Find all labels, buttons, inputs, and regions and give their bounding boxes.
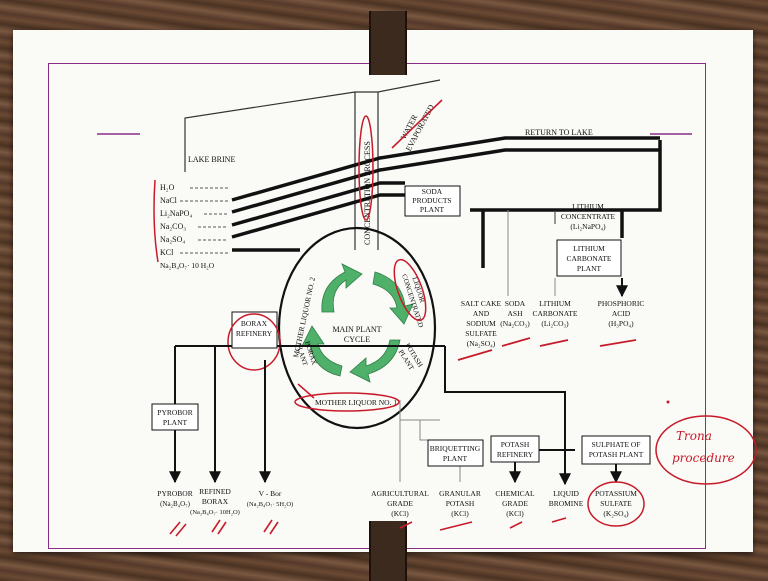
- product-label: (KCl): [451, 509, 469, 518]
- pyrobor-plant-label: PLANT: [163, 418, 188, 427]
- product-label: (H₃PO₄): [608, 319, 634, 328]
- annotation-text: procedure: [672, 451, 735, 465]
- product-label: BORAX: [202, 497, 229, 506]
- product-label: SODIUM: [466, 319, 496, 328]
- return-to-lake-label: RETURN TO LAKE: [525, 128, 593, 137]
- product-label: CHEMICAL: [495, 489, 535, 498]
- right-products: SALT CAKE AND SODIUM SULFATE (Na₂SO₄) SO…: [461, 299, 644, 348]
- pyrobor-plant-label: PYROBOR: [157, 408, 192, 417]
- product-label: GRADE: [387, 499, 413, 508]
- borax-refinery-label: BORAX: [241, 319, 268, 328]
- product-label: SALT CAKE: [461, 299, 502, 308]
- ink-underlines-bottom: [400, 518, 566, 530]
- potash-refinery-label: REFINERY: [497, 450, 534, 459]
- lithium-carbonate-plant-label: CARBONATE: [566, 254, 611, 263]
- product-label: (K₂SO₄): [603, 509, 629, 518]
- product-label: PYROBOR: [157, 489, 192, 498]
- brine-component: KCl: [160, 248, 174, 257]
- briquetting-plant-label: BRIQUETTING: [430, 444, 481, 453]
- potash-refinery-label: POTASH: [501, 440, 530, 449]
- brine-component: Na₂SO₄: [160, 235, 185, 244]
- product-label: V - Bor: [259, 489, 282, 498]
- lithium-carbonate-plant-label: PLANT: [577, 264, 602, 273]
- ink-bracket-components: [154, 180, 158, 262]
- product-label: SODA: [505, 299, 526, 308]
- brine-component: H₂O: [160, 183, 175, 192]
- soda-products-plant-label: PLANT: [420, 205, 445, 214]
- bottom-products: AGRICULTURAL GRADE (KCl) GRANULAR POTASH…: [371, 489, 637, 518]
- product-label: GRADE: [502, 499, 528, 508]
- ink-circle-annotation: [656, 416, 756, 484]
- product-label: (Na₂B₄O₇): [160, 500, 191, 508]
- product-label: (Na₂B₄O₇· 10H₂O): [190, 509, 240, 516]
- product-label: (Na₂B₄O₇· 5H₂O): [247, 501, 293, 508]
- product-label: (Li₂CO₃): [541, 319, 569, 328]
- product-label: ACID: [612, 309, 631, 318]
- lithium-concentrate-label: (Li₂NaPO₄): [570, 222, 606, 231]
- soda-products-plant-label: PRODUCTS: [412, 196, 451, 205]
- brine-component: Na₂B₄O₇· 10 H₂O: [160, 261, 215, 270]
- product-label: SULFATE: [600, 499, 632, 508]
- ink-dot: [667, 401, 670, 404]
- product-label: AGRICULTURAL: [371, 489, 429, 498]
- product-label: ASH: [507, 309, 523, 318]
- lake-brine-label: LAKE BRINE: [188, 155, 235, 164]
- left-products: PYROBOR (Na₂B₄O₇) REFINED BORAX (Na₂B₄O₇…: [157, 487, 293, 516]
- brine-components: H₂O NaCl Li₂NaPO₄ Na₂CO₃ Na₂SO₄ KCl Na₂B…: [160, 183, 228, 270]
- product-label: CARBONATE: [532, 309, 577, 318]
- main-plant-cycle-label: MAIN PLANT: [332, 325, 381, 334]
- product-label: (Na₂SO₄): [467, 339, 496, 348]
- product-label: PHOSPHORIC: [598, 299, 645, 308]
- product-label: SULFATE: [465, 329, 497, 338]
- product-label: (KCl): [391, 509, 409, 518]
- product-label: POTASSIUM: [595, 489, 637, 498]
- lithium-concentrate-label: LITHIUM: [572, 202, 604, 211]
- briquetting-plant-label: PLANT: [443, 454, 468, 463]
- brine-component: NaCl: [160, 196, 178, 205]
- product-label: BROMINE: [549, 499, 584, 508]
- sulphate-potash-plant-label: POTASH PLANT: [589, 450, 644, 459]
- product-label: (Na₂CO₃): [500, 319, 530, 328]
- bromine-arrow: [539, 450, 565, 484]
- product-label: REFINED: [199, 487, 231, 496]
- lithium-concentrate-label: CONCENTRATE: [561, 212, 616, 221]
- lithium-carbonate-plant-label: LITHIUM: [573, 244, 605, 253]
- main-plant-cycle-label: CYCLE: [344, 335, 370, 344]
- sulphate-potash-plant-label: SULPHATE OF: [592, 440, 641, 449]
- product-label: AND: [473, 309, 490, 318]
- ink-ticks-left: [170, 520, 278, 536]
- product-label: LITHIUM: [539, 299, 571, 308]
- annotation-text: Trona: [676, 429, 712, 443]
- product-label: GRANULAR: [439, 489, 481, 498]
- brine-component: Li₂NaPO₄: [160, 209, 192, 218]
- product-label: POTASH: [446, 499, 475, 508]
- mother-liquor-1-label: MOTHER LIQUOR NO. 1: [315, 398, 397, 407]
- brine-component: Na₂CO₃: [160, 222, 186, 231]
- product-label: LIQUID: [553, 489, 579, 498]
- product-label: (KCl): [506, 509, 524, 518]
- soda-products-plant-label: SODA: [422, 187, 443, 196]
- cycle-arrows: [302, 264, 413, 382]
- borax-refinery-label: REFINERY: [236, 329, 273, 338]
